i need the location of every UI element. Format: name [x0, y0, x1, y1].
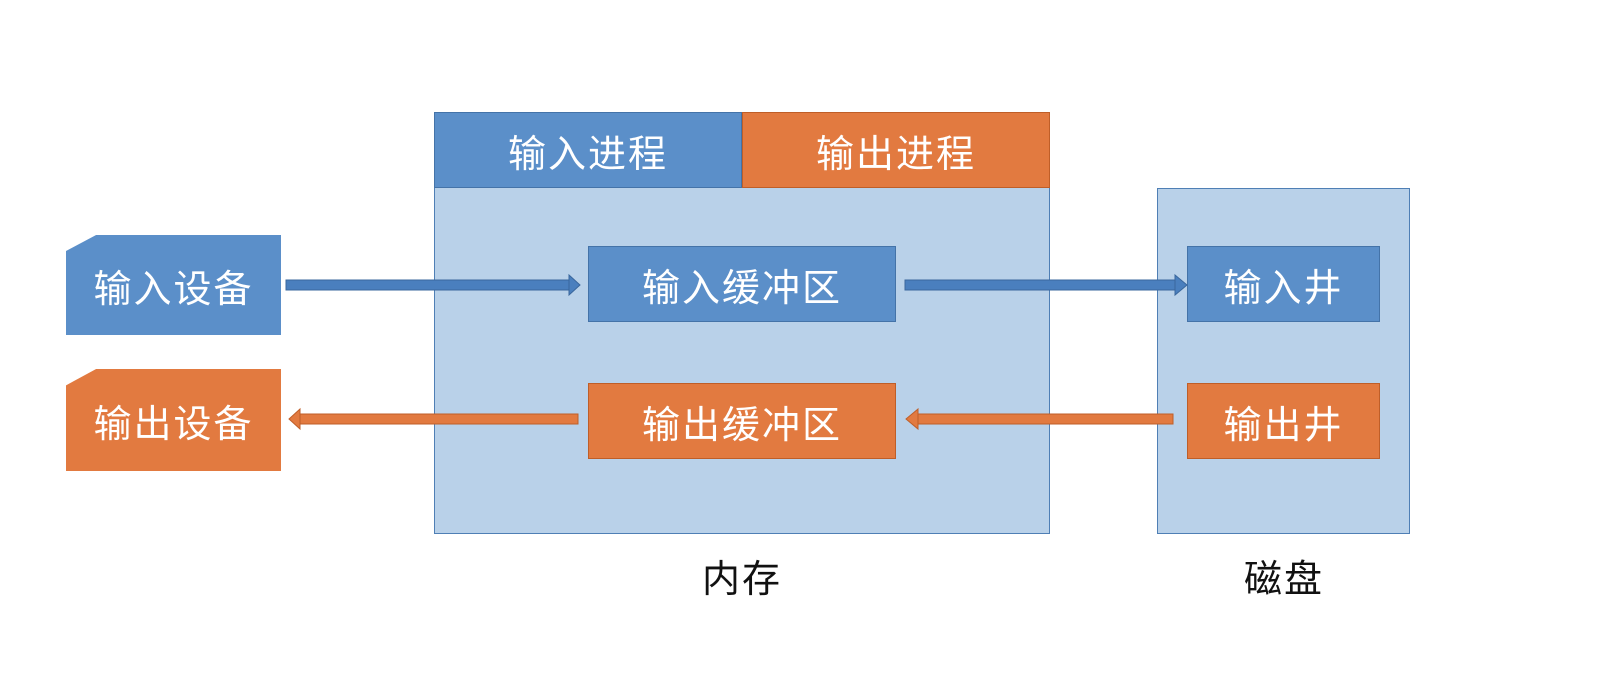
output-process-box: 输出进程 — [742, 112, 1050, 188]
input-process-box: 输入进程 — [434, 112, 742, 188]
output-well-label: 输出井 — [1223, 402, 1344, 447]
input-buffer-box: 输入缓冲区 — [588, 246, 896, 322]
input-buffer-label: 输入缓冲区 — [641, 265, 842, 310]
input-process-label: 输入进程 — [507, 131, 668, 176]
output-device-label: 输出设备 — [93, 401, 254, 446]
output-buffer-label: 输出缓冲区 — [641, 402, 842, 447]
disk-caption: 磁盘 — [1243, 557, 1324, 601]
disk-region — [1157, 188, 1410, 534]
input-well-box: 输入井 — [1187, 246, 1380, 322]
input-device-label: 输入设备 — [93, 266, 254, 311]
input-device-box: 输入设备 — [66, 235, 281, 335]
output-process-label: 输出进程 — [815, 131, 976, 176]
memory-caption: 内存 — [701, 557, 782, 601]
input-well-label: 输入井 — [1223, 265, 1344, 310]
output-well-box: 输出井 — [1187, 383, 1380, 459]
output-device-box: 输出设备 — [66, 369, 281, 471]
output-buffer-box: 输出缓冲区 — [588, 383, 896, 459]
